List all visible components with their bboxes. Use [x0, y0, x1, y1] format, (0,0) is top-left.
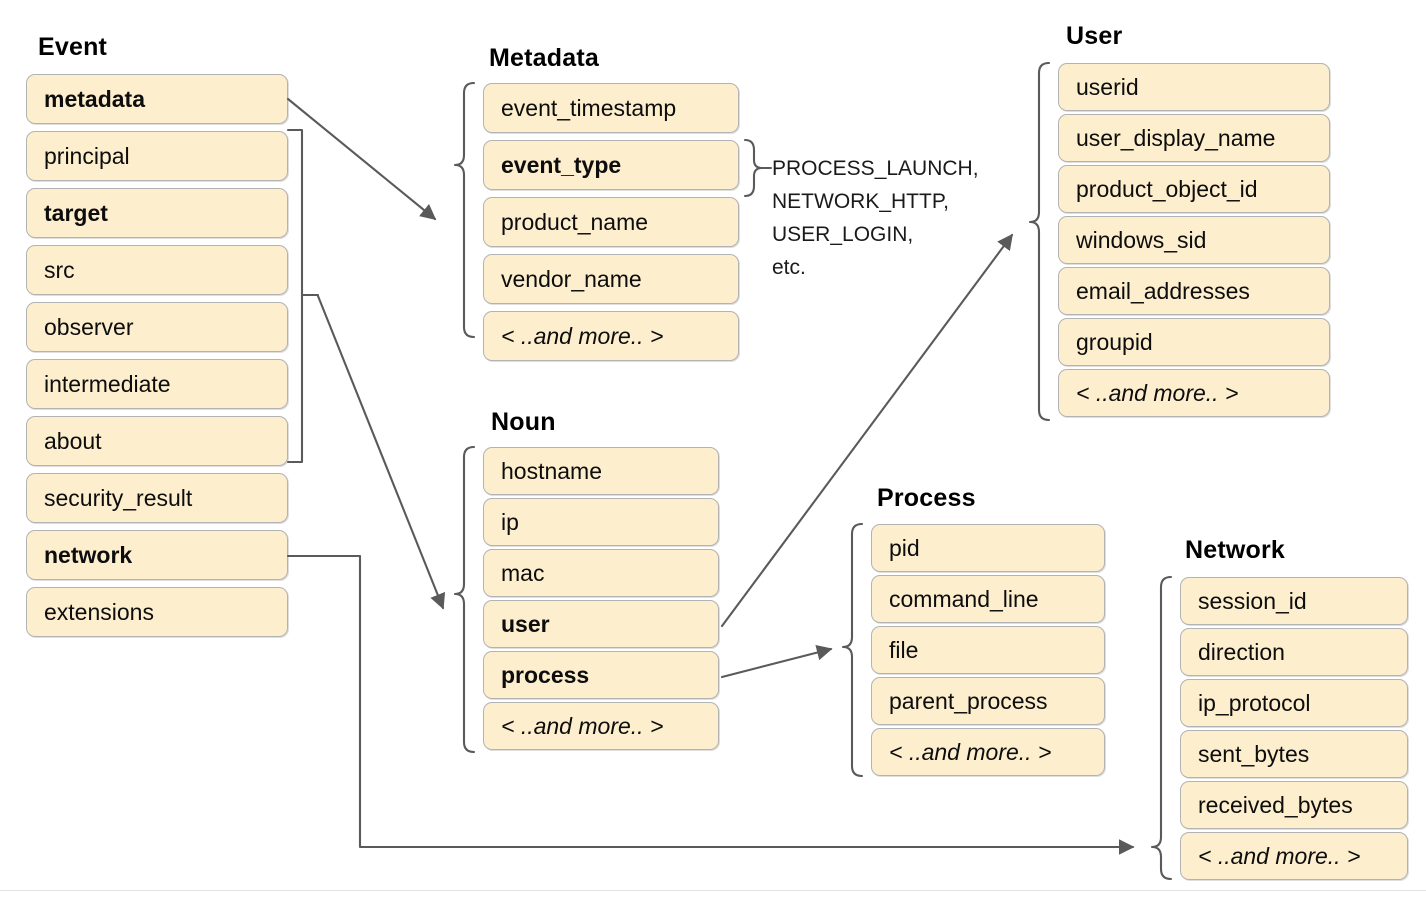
group-title-event: Event	[38, 33, 108, 61]
annotation-line: PROCESS_LAUNCH,	[772, 157, 979, 180]
brace-user	[1028, 61, 1051, 422]
edge-noun	[316, 294, 446, 610]
field-user-windows_sid[interactable]: windows_sid	[1058, 216, 1330, 264]
field-metadata-andmore[interactable]: < ..and more.. >	[483, 311, 739, 361]
field-metadata-vendor_name[interactable]: vendor_name	[483, 254, 739, 304]
field-network-andmore[interactable]: < ..and more.. >	[1180, 832, 1408, 880]
field-process-command_line[interactable]: command_line	[871, 575, 1105, 623]
field-network-received_bytes[interactable]: received_bytes	[1180, 781, 1408, 829]
field-event-security_result[interactable]: security_result	[26, 473, 288, 523]
annotation-line: etc.	[772, 256, 806, 279]
annotation-event-type-values: PROCESS_LAUNCH, NETWORK_HTTP, USER_LOGIN,e…	[772, 152, 979, 284]
field-user-userid[interactable]: userid	[1058, 63, 1330, 111]
field-user-andmore[interactable]: < ..and more.. >	[1058, 369, 1330, 417]
field-event-metadata[interactable]: metadata	[26, 74, 288, 124]
field-network-session_id[interactable]: session_id	[1180, 577, 1408, 625]
field-event-observer[interactable]: observer	[26, 302, 288, 352]
annotation-line: NETWORK_HTTP,	[772, 190, 949, 213]
field-event-network[interactable]: network	[26, 530, 288, 580]
bracket-event-nouns	[286, 128, 304, 464]
group-title-network: Network	[1185, 536, 1286, 564]
field-metadata-product_name[interactable]: product_name	[483, 197, 739, 247]
field-noun-ip[interactable]: ip	[483, 498, 719, 546]
field-process-file[interactable]: file	[871, 626, 1105, 674]
field-noun-mac[interactable]: mac	[483, 549, 719, 597]
group-title-metadata: Metadata	[489, 44, 599, 72]
field-network-direction[interactable]: direction	[1180, 628, 1408, 676]
edge-process	[720, 644, 833, 679]
group-title-user: User	[1066, 22, 1123, 50]
field-network-sent_bytes[interactable]: sent_bytes	[1180, 730, 1408, 778]
field-event-principal[interactable]: principal	[26, 131, 288, 181]
field-noun-process[interactable]: process	[483, 651, 719, 699]
brace-metadata	[453, 81, 476, 339]
field-event-target[interactable]: target	[26, 188, 288, 238]
field-process-pid[interactable]: pid	[871, 524, 1105, 572]
field-metadata-event_timestamp[interactable]: event_timestamp	[483, 83, 739, 133]
group-title-noun: Noun	[491, 408, 556, 436]
bottom-divider	[0, 890, 1426, 891]
field-user-email_addresses[interactable]: email_addresses	[1058, 267, 1330, 315]
field-event-about[interactable]: about	[26, 416, 288, 466]
field-user-user_display_name[interactable]: user_display_name	[1058, 114, 1330, 162]
field-user-groupid[interactable]: groupid	[1058, 318, 1330, 366]
field-metadata-event_type[interactable]: event_type	[483, 140, 739, 190]
field-event-src[interactable]: src	[26, 245, 288, 295]
field-user-product_object_id[interactable]: product_object_id	[1058, 165, 1330, 213]
brace-noun	[453, 445, 476, 754]
edge-metadata	[286, 97, 437, 221]
field-event-extensions[interactable]: extensions	[26, 587, 288, 637]
brace-process	[841, 522, 864, 778]
field-noun-user[interactable]: user	[483, 600, 719, 648]
group-title-process: Process	[877, 484, 976, 512]
field-event-intermediate[interactable]: intermediate	[26, 359, 288, 409]
annotation-line: USER_LOGIN,	[772, 223, 914, 246]
field-process-parent_process[interactable]: parent_process	[871, 677, 1105, 725]
brace-event-type	[743, 138, 764, 198]
field-noun-andmore[interactable]: < ..and more.. >	[483, 702, 719, 750]
field-noun-hostname[interactable]: hostname	[483, 447, 719, 495]
field-process-andmore[interactable]: < ..and more.. >	[871, 728, 1105, 776]
field-network-ip_protocol[interactable]: ip_protocol	[1180, 679, 1408, 727]
brace-network	[1150, 575, 1173, 881]
